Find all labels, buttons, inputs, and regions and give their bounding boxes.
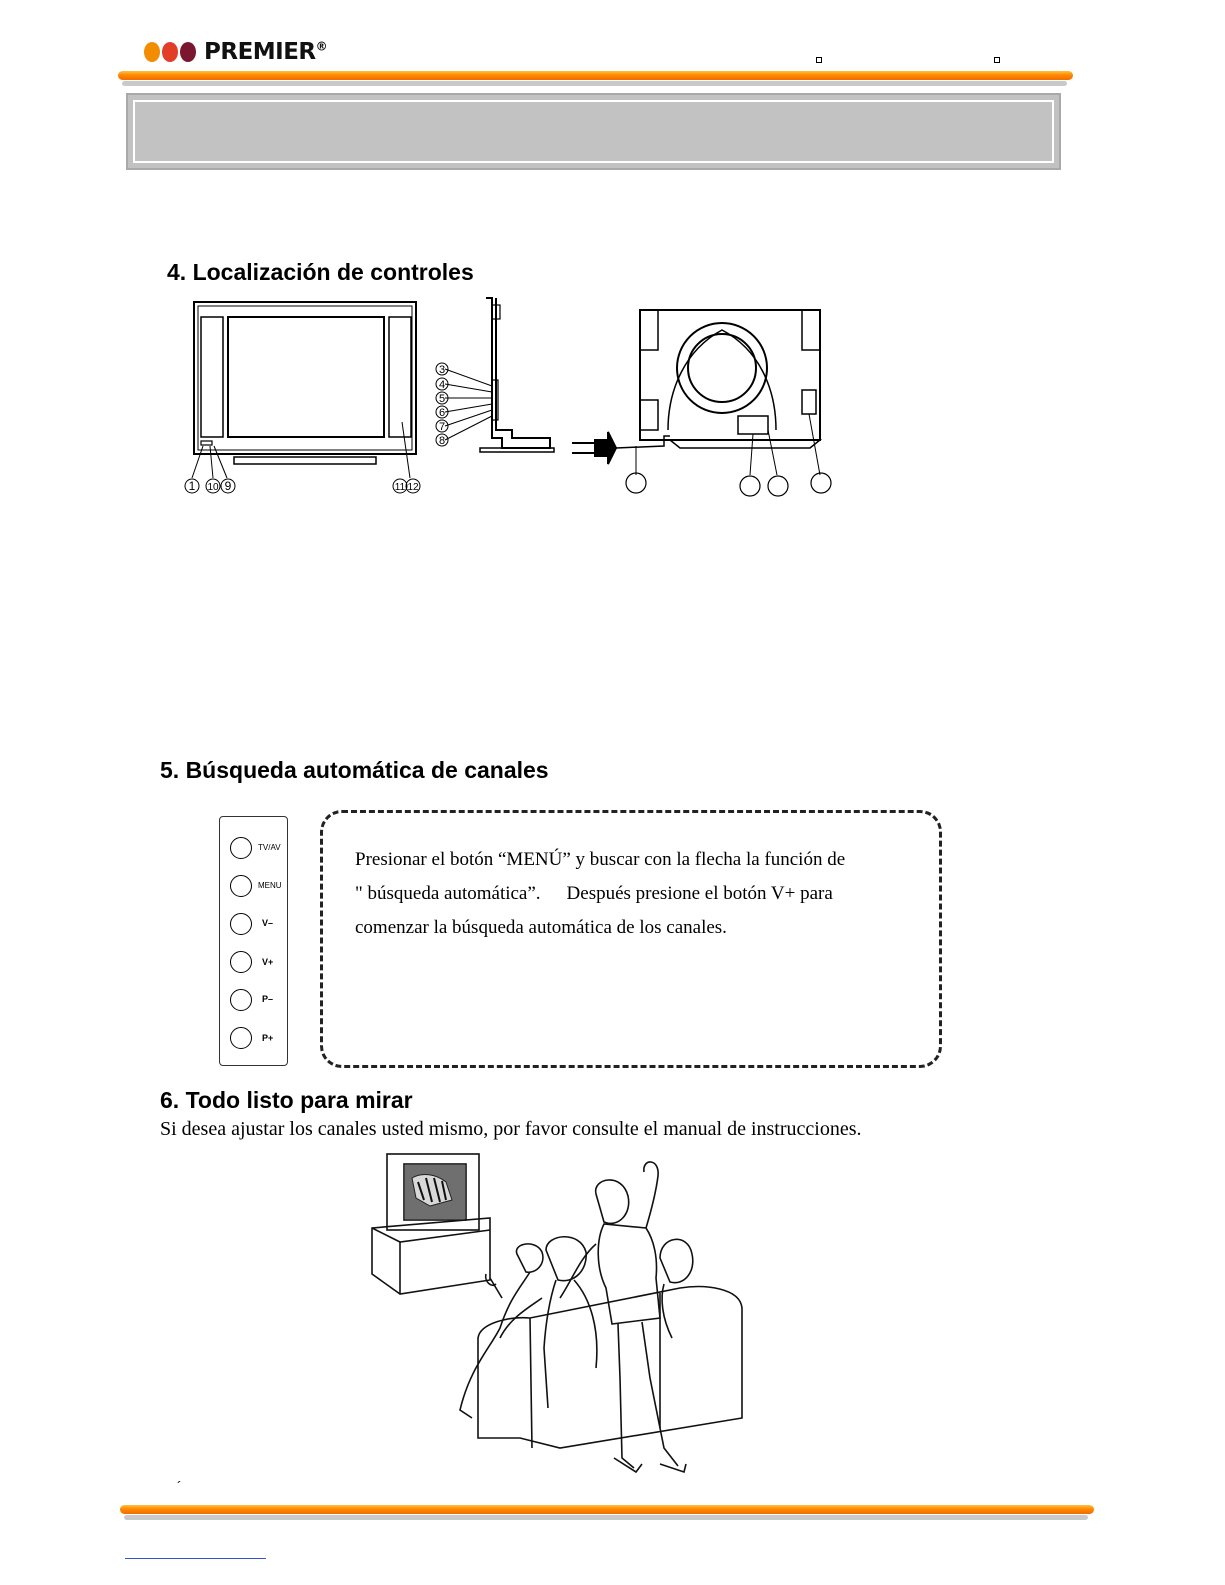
panel-label-p-plus: P+ <box>262 1033 274 1043</box>
tv-front-screen <box>227 316 385 438</box>
panel-label-p-minus: P– <box>262 994 274 1004</box>
power-plug <box>594 431 618 465</box>
tv-controls-diagram: 1 10 9 11 12 3 4 5 6 7 8 <box>184 297 832 497</box>
front-number-10: 10 <box>207 482 219 493</box>
logo-dot-maroon <box>180 42 196 62</box>
instruction-line-2b: Después presione el botón V+ para <box>566 883 833 904</box>
front-number-1: 1 <box>189 479 196 493</box>
side-number-4: 4 <box>439 379 445 391</box>
brand-name: PREMIER® <box>204 39 328 65</box>
panel-label-v-minus: V– <box>262 918 274 928</box>
front-number-12: 12 <box>407 482 419 493</box>
tv-button-panel: TV/AV MENU V– V+ P– P+ <box>219 816 288 1066</box>
tv-right-speaker <box>388 316 412 438</box>
sofa <box>477 1285 743 1449</box>
tv-set <box>386 1153 480 1231</box>
tv-back-frame <box>639 309 821 441</box>
title-banner <box>126 93 1061 170</box>
front-number-9: 9 <box>225 479 232 493</box>
registered-mark: ® <box>315 39 328 54</box>
front-number-11: 11 <box>395 482 406 493</box>
instruction-text: Presionar el botón “MENÚ” y buscar con l… <box>355 843 930 945</box>
tv-front-frame <box>193 301 417 455</box>
instruction-callout: Presionar el botón “MENÚ” y buscar con l… <box>320 810 942 1068</box>
instruction-line-2a: " búsqueda automática”. <box>355 883 541 904</box>
section-4-title: 4. Localización de controles <box>167 259 474 285</box>
panel-button-v-minus <box>230 913 252 935</box>
header-marker-right <box>994 57 1000 63</box>
side-jack-panel <box>801 389 817 415</box>
tv-side-profile <box>486 297 551 449</box>
panel-button-menu <box>230 875 252 897</box>
logo-dot-red <box>162 42 178 62</box>
header-marker-left <box>816 57 822 63</box>
side-number-7: 7 <box>439 421 445 433</box>
family-watching-tv-illustration <box>371 1153 743 1474</box>
logo-dot-orange <box>144 42 160 62</box>
brand-logo: PREMIER® <box>144 38 328 66</box>
tv-base <box>233 456 377 465</box>
header-bar-shadow <box>122 81 1067 86</box>
side-number-3: 3 <box>439 364 445 376</box>
panel-label-v-plus: V+ <box>262 957 274 967</box>
instruction-line-3: comenzar la búsqueda automática de los c… <box>355 917 727 938</box>
side-number-8: 8 <box>439 435 445 447</box>
footer-link-underline[interactable] <box>125 1558 266 1559</box>
av-input-panel <box>737 415 769 435</box>
panel-button-tv-av <box>230 837 252 859</box>
panel-button-p-plus <box>230 1027 252 1049</box>
title-banner-inner <box>133 100 1054 163</box>
panel-button-p-minus <box>230 989 252 1011</box>
tv-stand <box>371 1217 491 1295</box>
instruction-line-1: Presionar el botón “MENÚ” y buscar con l… <box>355 849 846 870</box>
tv-back-tube-inner <box>687 333 757 403</box>
footer-mark: ´ <box>177 1478 182 1494</box>
section-6-body: Si desea ajustar los canales usted mismo… <box>160 1118 862 1140</box>
power-led <box>200 440 213 446</box>
header-orange-bar <box>118 71 1073 80</box>
footer-bar-shadow <box>124 1515 1088 1520</box>
instruction-line-2: " búsqueda automática”. Después presione … <box>355 877 930 911</box>
tv-front-bezel <box>197 305 413 451</box>
panel-label-tv-av: TV/AV <box>258 843 281 852</box>
power-cord <box>615 435 670 449</box>
side-number-5: 5 <box>439 393 445 405</box>
footer-orange-bar <box>120 1505 1094 1514</box>
panel-label-menu: MENU <box>258 881 282 890</box>
tv-left-speaker <box>200 316 224 438</box>
tv-back-tube-outer <box>676 322 768 414</box>
panel-button-v-plus <box>230 951 252 973</box>
section-6-title: 6. Todo listo para mirar <box>160 1087 413 1113</box>
side-number-6: 6 <box>439 407 445 419</box>
section-5-title: 5. Búsqueda automática de canales <box>160 757 549 783</box>
